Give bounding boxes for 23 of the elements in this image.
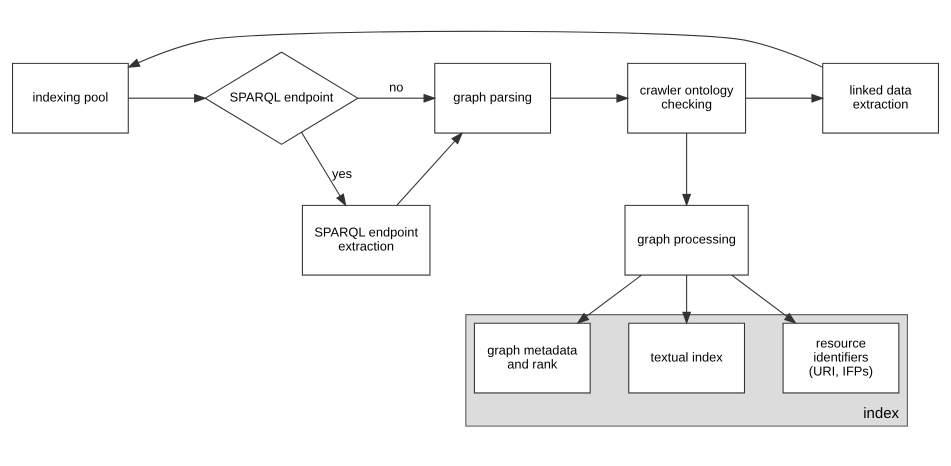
node-box: SPARQL endpoint extraction	[302, 204, 430, 276]
edge-label: no	[389, 79, 404, 94]
arrow	[682, 133, 692, 207]
arrow	[682, 275, 692, 325]
node-box: crawler ontology checking	[627, 62, 746, 134]
arrow	[128, 94, 207, 103]
node-diamond: SPARQL endpoint	[204, 52, 359, 145]
node-box: indexing pool	[12, 62, 129, 134]
arrow	[576, 274, 642, 324]
node-box: graph processing	[624, 204, 749, 276]
arrow	[550, 94, 630, 103]
node-box: graph metadata and rank	[474, 322, 591, 394]
arrow	[746, 94, 824, 103]
node-box: linked data extraction	[822, 62, 939, 134]
arrow	[396, 132, 464, 206]
node-box: graph parsing	[434, 62, 552, 134]
node-box: resource identifiers (URI, IFPs)	[782, 322, 900, 394]
arrow	[731, 274, 797, 324]
edge-label: yes	[332, 166, 352, 182]
arrow	[301, 132, 347, 207]
arrow	[358, 94, 436, 103]
node-box: textual index	[628, 322, 746, 394]
arrow	[127, 30, 823, 68]
